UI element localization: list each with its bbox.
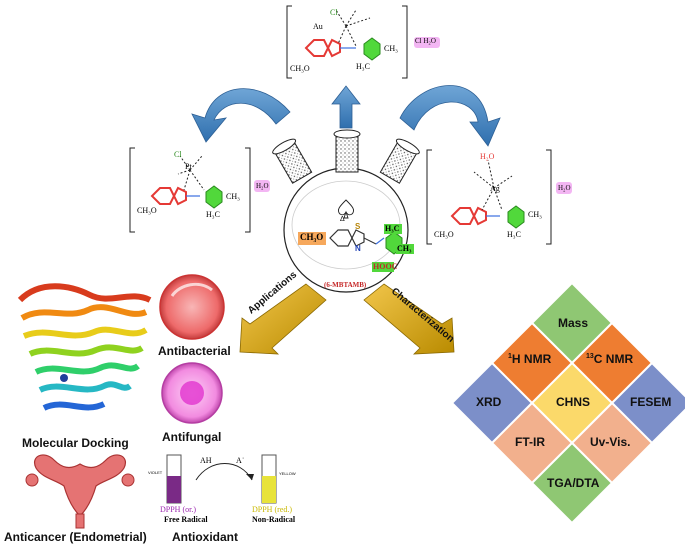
label-box-top bbox=[414, 37, 440, 48]
ligand-n: N bbox=[355, 244, 361, 253]
three-neck-flask bbox=[272, 129, 420, 293]
dpph-non-label: DPPH (red.) bbox=[252, 505, 292, 514]
top-ch3: CH₃ bbox=[384, 44, 398, 53]
ligand-ch3o: CH₃O bbox=[300, 232, 324, 242]
arrow-right-curved bbox=[399, 85, 501, 147]
arrow-up bbox=[331, 85, 361, 129]
fesem-label: FESEM bbox=[630, 395, 672, 409]
antifungal-label: Antifungal bbox=[162, 430, 222, 444]
tga-label: TGA/DTA bbox=[547, 476, 600, 490]
heat-symbol: Δ bbox=[340, 216, 345, 223]
characterization-grid bbox=[450, 281, 685, 525]
left-h3c: H₃C bbox=[206, 210, 220, 219]
right-metal: Ag bbox=[490, 184, 500, 193]
xrd-label: XRD bbox=[476, 395, 502, 409]
complex-left-bracket bbox=[129, 147, 251, 233]
complex-right-structure bbox=[450, 159, 525, 229]
ligand-h3c: H₃C bbox=[385, 224, 400, 233]
ligand-structure bbox=[298, 224, 414, 272]
antibacterial-label: Antibacterial bbox=[158, 344, 231, 358]
violet-label: VIOLET bbox=[148, 470, 163, 475]
ftir-label: FT-IR bbox=[515, 435, 545, 449]
right-ch3o: CH₃O bbox=[434, 230, 454, 239]
top-cl: Cl bbox=[330, 8, 338, 17]
top-ch3o: CH₃O bbox=[290, 64, 310, 73]
cell-tga bbox=[530, 441, 614, 525]
left-label: H₂O bbox=[256, 182, 269, 190]
chns-label: CHNS bbox=[556, 395, 591, 409]
molecular-docking-label: Molecular Docking bbox=[22, 436, 129, 450]
top-h3c: H₃C bbox=[356, 62, 370, 71]
characterization-arrow bbox=[363, 283, 455, 355]
left-metal: Pt bbox=[185, 162, 192, 171]
complex-right-bracket bbox=[426, 149, 552, 245]
anticancer-label: Anticancer (Endometrial) bbox=[4, 530, 147, 544]
ligand-s: S bbox=[355, 222, 361, 231]
ah-label: AH bbox=[200, 456, 212, 465]
right-h2o: H₂O bbox=[480, 152, 495, 161]
left-ch3: CH₃ bbox=[226, 192, 240, 201]
complex-left-structure bbox=[150, 155, 223, 209]
a-dot-label: A˙ bbox=[236, 456, 245, 465]
left-ch3o: CH₃O bbox=[137, 206, 157, 215]
cnmr-label: 13C NMR bbox=[586, 352, 634, 366]
yellow-label: YELLOW bbox=[279, 471, 296, 476]
free-radical-label: Free Radical bbox=[164, 515, 208, 524]
right-h3c: H₃C bbox=[507, 230, 521, 239]
label-box-left bbox=[254, 180, 270, 192]
right-ch3: CH₃ bbox=[528, 210, 542, 219]
uterus-icon bbox=[25, 454, 135, 529]
ligand-ch3: CH₃ bbox=[397, 244, 412, 253]
top-metal: Au bbox=[313, 22, 323, 31]
top-label: Cl H₂O bbox=[415, 37, 436, 45]
protein-structure bbox=[17, 283, 152, 411]
dpph-test-tubes bbox=[166, 454, 277, 504]
applications-arrow bbox=[239, 283, 327, 355]
ligand-hooc: HOOC bbox=[373, 262, 398, 271]
antibacterial-dish bbox=[159, 274, 225, 340]
compound-code: (6-MBTAMB) bbox=[324, 281, 367, 289]
complex-top-structure bbox=[304, 9, 381, 61]
antifungal-dish bbox=[161, 362, 223, 424]
hnmr-label: 1H NMR bbox=[508, 352, 552, 366]
complex-top-bracket bbox=[286, 5, 408, 79]
uvvis-label: Uv-Vis. bbox=[590, 435, 631, 449]
mass-label: Mass bbox=[558, 316, 589, 330]
dpph-free-label: DPPH (or.) bbox=[160, 505, 197, 514]
antioxidant-label: Antioxidant bbox=[172, 530, 238, 544]
left-cl: Cl bbox=[174, 150, 182, 159]
arrow-left-curved bbox=[191, 88, 291, 143]
right-label: H₂O bbox=[558, 184, 571, 192]
non-radical-label: Non-Radical bbox=[252, 515, 296, 524]
label-box-right bbox=[556, 182, 572, 194]
